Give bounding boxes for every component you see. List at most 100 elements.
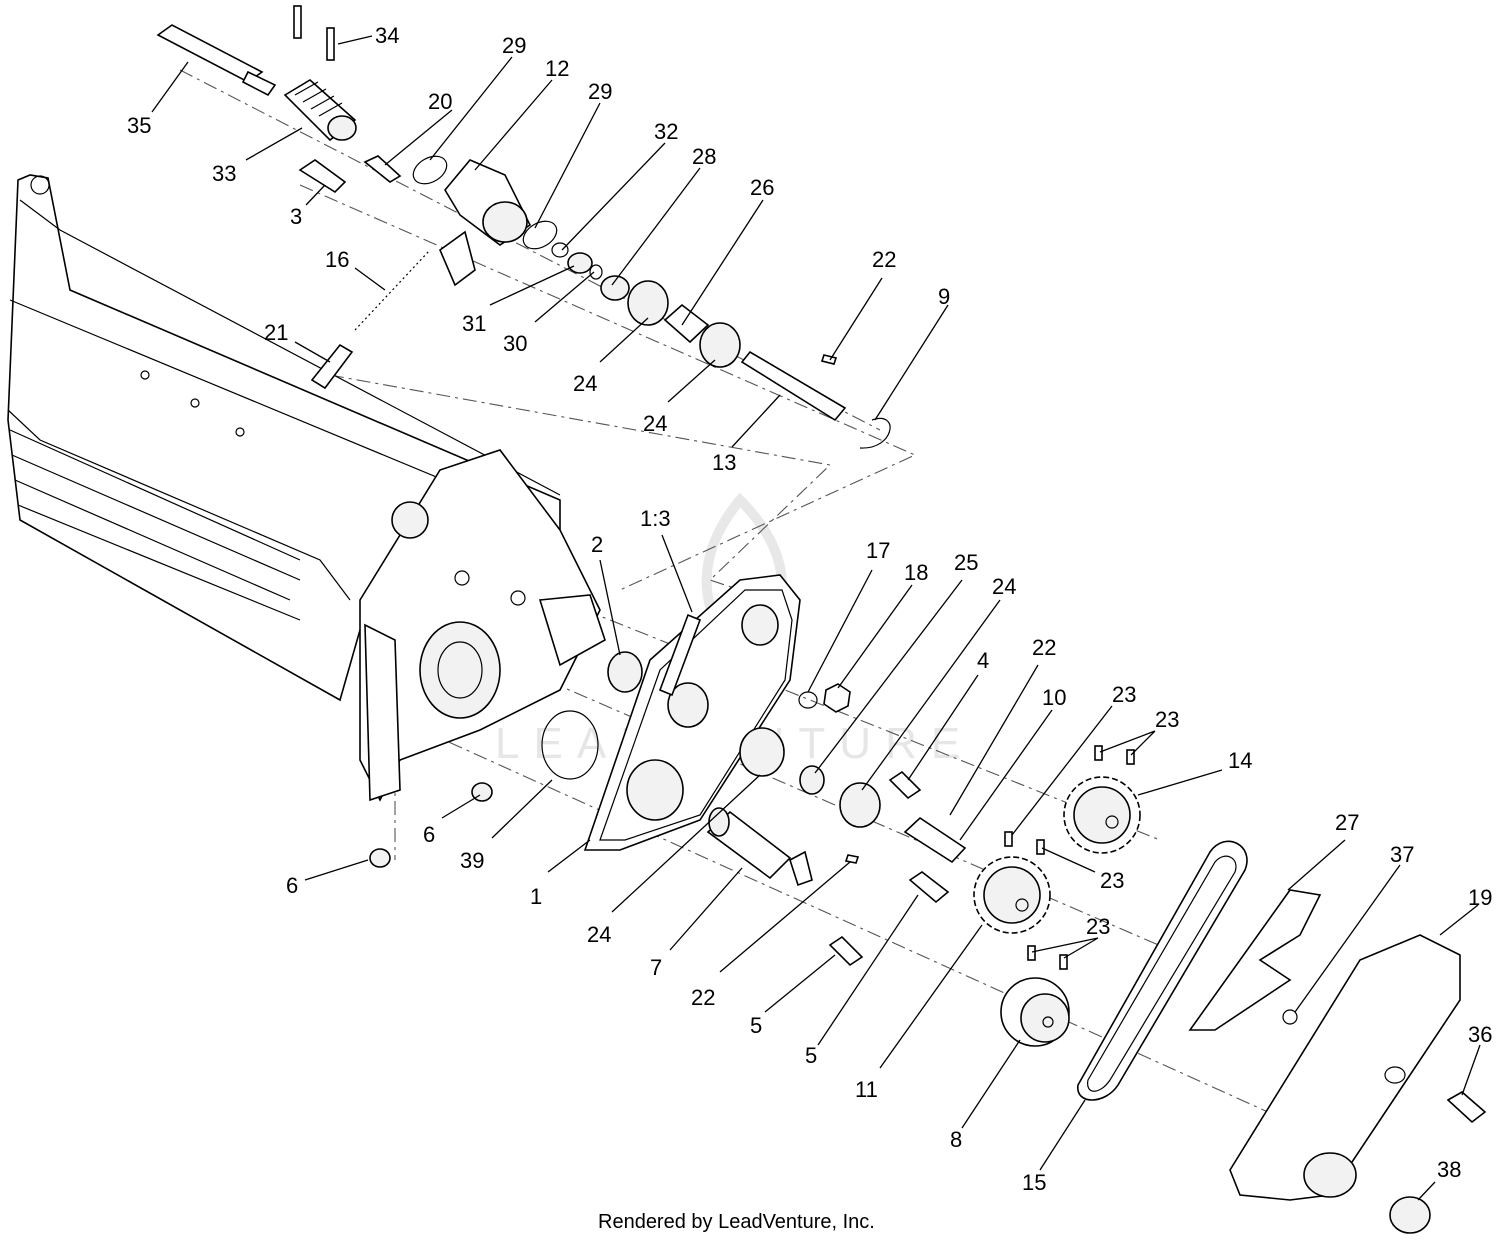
part-14-gear	[1063, 776, 1141, 854]
callout-5: 5	[805, 1043, 817, 1068]
part-16-spring	[354, 249, 431, 331]
callout-10: 10	[1042, 685, 1066, 710]
callout-11: 11	[855, 1077, 878, 1102]
part-29-o-ring	[412, 155, 448, 185]
part-11-gear	[973, 856, 1051, 934]
callout-4: 4	[977, 648, 989, 673]
part-19-cover	[1229, 934, 1461, 1201]
part-24-bearing	[627, 280, 669, 326]
part-29-o-ring	[522, 220, 558, 250]
part-18-nut	[823, 683, 851, 713]
callout-1: 1	[530, 884, 542, 909]
callout-8: 8	[950, 1127, 962, 1152]
callout-17: 17	[866, 538, 890, 563]
part-12-housing	[439, 159, 532, 287]
callout-39: 39	[460, 848, 484, 873]
callout-29: 29	[588, 79, 612, 104]
callout-23: 23	[1100, 868, 1124, 893]
callout-6: 6	[423, 822, 435, 847]
part-24-bearing	[739, 727, 785, 777]
callout-34: 34	[375, 23, 399, 48]
part-23-set-screw	[1027, 945, 1036, 961]
callout-23: 23	[1112, 682, 1136, 707]
callout-14: 14	[1228, 748, 1252, 773]
callout-27: 27	[1335, 810, 1359, 835]
callout-9: 9	[938, 284, 950, 309]
callout-24: 24	[992, 574, 1016, 599]
callout-6: 6	[286, 873, 298, 898]
callout-23: 23	[1155, 707, 1179, 732]
part-33-coupler	[283, 79, 357, 142]
leader-lines	[151, 35, 1481, 1201]
part-23-set-screw	[1059, 954, 1068, 970]
callout-22: 22	[1032, 635, 1056, 660]
part-15-belt	[1077, 840, 1248, 1101]
callout-22: 22	[872, 247, 896, 272]
part-1-belt-housing	[583, 574, 801, 851]
part-10-shaft	[903, 816, 967, 864]
part-9-snap-ring	[859, 417, 891, 449]
callout-7: 7	[650, 955, 662, 980]
callout-33: 33	[212, 161, 236, 186]
callout-16: 16	[325, 247, 349, 272]
part-4-bolt	[888, 770, 922, 800]
callout-18: 18	[904, 560, 928, 585]
part-30-ring	[589, 264, 603, 280]
callout-36: 36	[1468, 1022, 1492, 1047]
callout-1-3: 1:3	[640, 506, 671, 531]
part-39-o-ring	[541, 710, 599, 780]
callout-37: 37	[1390, 842, 1414, 867]
part-34-pin	[326, 27, 335, 61]
part-32-washer	[551, 242, 569, 258]
footer-credit: Rendered by LeadVenture, Inc.	[598, 1211, 875, 1233]
part-7-drive-shaft	[706, 807, 813, 887]
part-13-shaft	[740, 350, 847, 422]
part-37-washer	[1282, 1009, 1298, 1025]
part-6-nut	[369, 848, 391, 868]
callout-32: 32	[654, 119, 678, 144]
part-23-set-screw	[1036, 839, 1045, 855]
part-20-bolt	[363, 155, 402, 183]
part-22-key	[820, 354, 838, 365]
part-3-pin	[298, 159, 347, 194]
part-34-pin	[293, 5, 302, 39]
part-38-plug	[1389, 1196, 1431, 1234]
callout-2: 2	[591, 532, 603, 557]
callout-23: 23	[1086, 914, 1110, 939]
callout-labels: 35 34 33 3 20 29 12 29 32 28 26 16 21 31…	[127, 23, 1492, 1195]
callout-31: 31	[462, 311, 486, 336]
part-35-shaft	[156, 24, 277, 97]
callout-15: 15	[1022, 1170, 1046, 1195]
callout-22: 22	[691, 985, 715, 1010]
part-28-seal	[600, 275, 630, 301]
part-36-bolt	[1446, 1091, 1487, 1124]
callout-5: 5	[750, 1013, 762, 1038]
part-24-bearing	[699, 322, 741, 368]
part-25-seal	[799, 765, 825, 795]
part-8-pulley	[1000, 977, 1070, 1047]
part-5-bolt	[828, 935, 864, 967]
callout-24: 24	[587, 922, 611, 947]
part-2-seal	[607, 651, 643, 693]
callout-3: 3	[290, 204, 302, 229]
callout-12: 12	[545, 56, 569, 81]
part-23-set-screw	[1126, 749, 1135, 765]
callout-20: 20	[428, 89, 452, 114]
callout-24: 24	[573, 371, 597, 396]
part-24-bearing	[839, 782, 881, 828]
part-31-washer	[567, 252, 593, 274]
callout-21: 21	[264, 320, 288, 345]
part-23-set-screw	[1004, 831, 1013, 847]
callout-19: 19	[1468, 885, 1492, 910]
side-plate-housing	[359, 449, 606, 802]
callout-35: 35	[127, 113, 151, 138]
part-21-pin	[310, 343, 354, 390]
callout-13: 13	[712, 450, 736, 475]
callout-24: 24	[643, 411, 667, 436]
callout-26: 26	[750, 175, 774, 200]
callout-28: 28	[692, 144, 716, 169]
part-5-bolt	[908, 871, 950, 904]
part-17-washer	[798, 691, 818, 709]
